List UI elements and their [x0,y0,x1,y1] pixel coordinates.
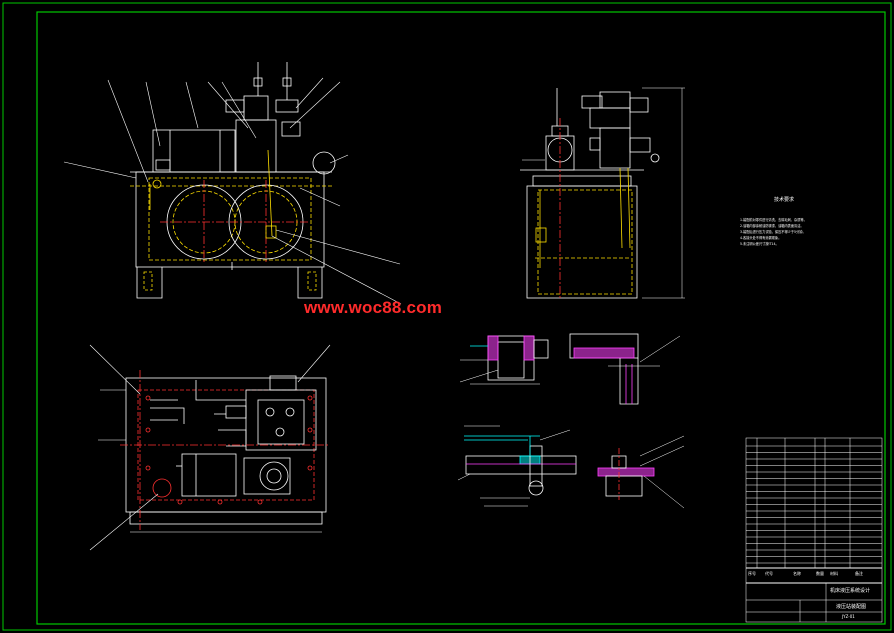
title-block [745,437,883,623]
tech-note-line: 1.装配前对零件进行清洗，去除毛刺、杂质等。 [740,218,807,222]
drawing-number: JYZ-01 [842,614,855,619]
tech-note-line: 4.各接头处不得有渗漏现象。 [740,236,782,241]
title-header-col: 备注 [855,571,863,576]
tech-note-line: 5.未注明公差尺寸按IT14。 [740,242,779,247]
drawing-title: 液压站装配图 [836,604,867,610]
tech-notes: 1.装配前对零件进行清洗，去除毛刺、杂质等。 2.油箱内部涂耐油防锈漆，油箱内表… [740,217,858,247]
parts-list-rows [746,445,882,564]
tech-notes-title: 技术要求 [774,197,795,203]
title-header-col: 数量 [816,571,824,576]
watermark-text: www.woc88.com [304,298,443,317]
title-header-col: 序号 [748,571,756,576]
project-name: 机床液压系统设计 [830,588,871,594]
title-header-col: 材料 [830,571,838,576]
tech-note-line: 3.装配后进行压力试验，保压不得少于5分钟。 [740,230,806,235]
title-header-col: 名称 [793,571,801,576]
side-view [520,87,685,300]
title-header-col: 代号 [765,571,773,576]
tech-note-line: 2.油箱内部涂耐油防锈漆，油箱内表面清洁。 [740,224,804,229]
front-view [63,62,402,305]
sheet-border-inner [36,11,886,625]
detail-views [457,333,685,509]
top-view [89,344,331,551]
